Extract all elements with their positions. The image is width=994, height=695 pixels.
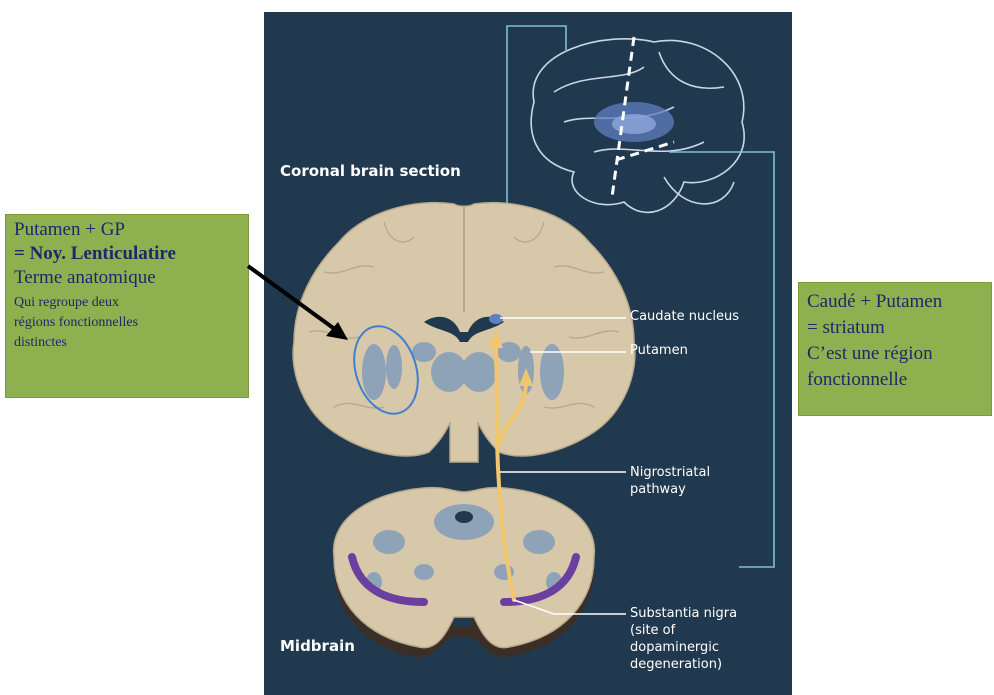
caudate-label: Caudate nucleus [630, 308, 739, 325]
striatum-note-box: Caudé + Putamen = striatum C’est une rég… [798, 282, 992, 416]
nigrostriatal-label-2: pathway [630, 481, 686, 498]
note-line-6: distinctes [14, 335, 67, 351]
note-line-5: régions fonctionnelles [14, 315, 138, 331]
lenticular-note-box: Putamen + GP = Noy. Lenticulatire Terme … [5, 214, 249, 398]
note-line-3: Terme anatomique [14, 267, 156, 289]
substantia-nigra-label-4: degeneration) [630, 656, 722, 673]
note-line-4: fonctionnelle [807, 369, 907, 391]
midbrain-section [334, 488, 595, 658]
nigrostriatal-label-1: Nigrostriatal [630, 464, 710, 481]
coronal-section-title: Coronal brain section [280, 163, 461, 180]
putamen-label: Putamen [630, 342, 688, 359]
substantia-nigra-label-1: Substantia nigra [630, 605, 737, 622]
connector-coronal [507, 26, 566, 207]
note-line-2: = striatum [807, 317, 885, 339]
midbrain-title: Midbrain [280, 638, 355, 655]
substantia-nigra-label-2: (site of [630, 622, 675, 639]
connector-midbrain [669, 152, 774, 567]
caudate-right [489, 314, 503, 324]
pointer-arrow [240, 260, 360, 350]
brain-illustration [264, 12, 792, 695]
note-line-1: Putamen + GP [14, 219, 125, 241]
substantia-nigra-label-3: dopaminergic [630, 639, 719, 656]
aqueduct [455, 511, 473, 523]
note-line-3: C’est une région [807, 343, 933, 365]
note-line-1: Caudé + Putamen [807, 291, 942, 313]
note-line-4: Qui regroupe deux [14, 295, 119, 311]
note-line-2: = Noy. Lenticulatire [14, 243, 176, 265]
